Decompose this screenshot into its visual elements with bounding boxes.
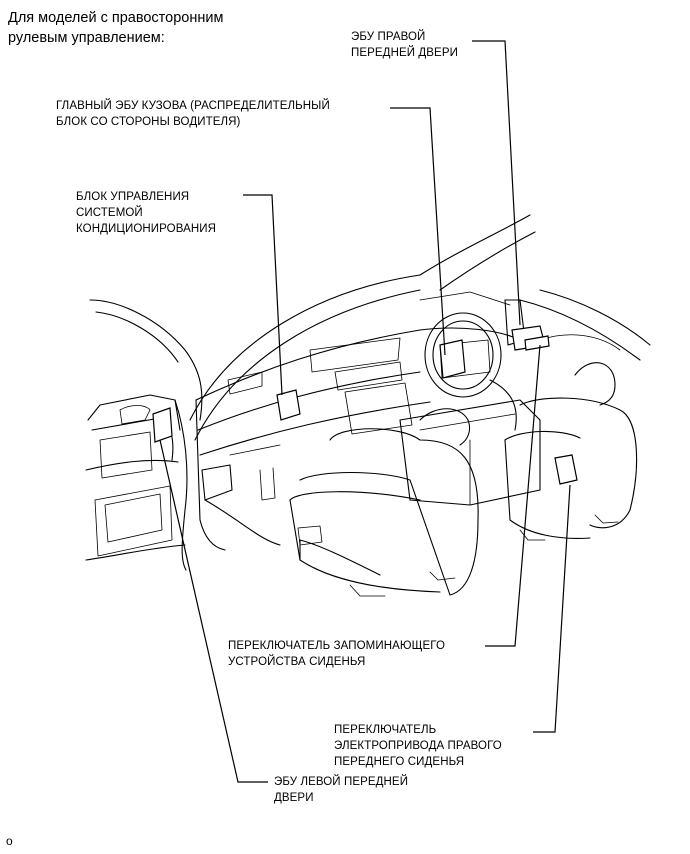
leader-main-body-ecu	[390, 107, 446, 356]
ac-control-unit-part	[276, 389, 301, 421]
steering-wheel	[424, 312, 517, 431]
label-right-door-ecu: ЭБУ ПРАВОЙ ПЕРЕДНЕЙ ДВЕРИ	[351, 31, 458, 59]
a-pillar-and-windshield	[189, 214, 651, 441]
label-left-door-ecu: ЭБУ ЛЕВОЙ ПЕРЕДНЕЙ ДВЕРИ	[274, 776, 409, 804]
label-main-body-ecu: ГЛАВНЫЙ ЭБУ КУЗОВА (РАСПРЕДЕЛИТЕЛЬНЫЙ БЛ…	[56, 100, 330, 128]
header-line-1: Для моделей с правосторонним	[8, 10, 224, 26]
left-door	[85, 299, 203, 571]
dashboard	[195, 291, 521, 551]
leader-lines	[159, 40, 571, 783]
seat-memory-switch-part	[524, 335, 550, 351]
leader-left-door-ecu	[159, 439, 268, 783]
center-console	[399, 399, 541, 506]
power-seat-switch-part	[554, 454, 578, 485]
component-parts	[152, 325, 578, 485]
label-seat-memory-switch: ПЕРЕКЛЮЧАТЕЛЬ ЗАПОМИНАЮЩЕГО УСТРОЙСТВА С…	[228, 640, 445, 668]
main-body-ecu-part	[439, 339, 466, 379]
leader-right-door-ecu	[472, 40, 521, 326]
label-power-seat-switch: ПЕРЕКЛЮЧАТЕЛЬ ЭЛЕКТРОПРИВОДА ПРАВОГО ПЕР…	[334, 724, 502, 768]
right-front-seat	[504, 362, 638, 541]
header-note: Для моделей с правосторонним рулевым упр…	[8, 8, 223, 48]
footer-mark: o	[6, 834, 13, 848]
label-ac-control-unit: БЛОК УПРАВЛЕНИЯ СИСТЕМОЙ КОНДИЦИОНИРОВАН…	[76, 191, 217, 235]
leader-ac-control-unit	[243, 194, 283, 396]
left-door-ecu-part	[152, 407, 173, 443]
header-line-2: рулевым управлением:	[8, 30, 165, 46]
leader-power-seat-switch	[533, 484, 571, 733]
leader-seat-memory-switch	[485, 344, 541, 647]
left-front-seat	[289, 408, 479, 597]
